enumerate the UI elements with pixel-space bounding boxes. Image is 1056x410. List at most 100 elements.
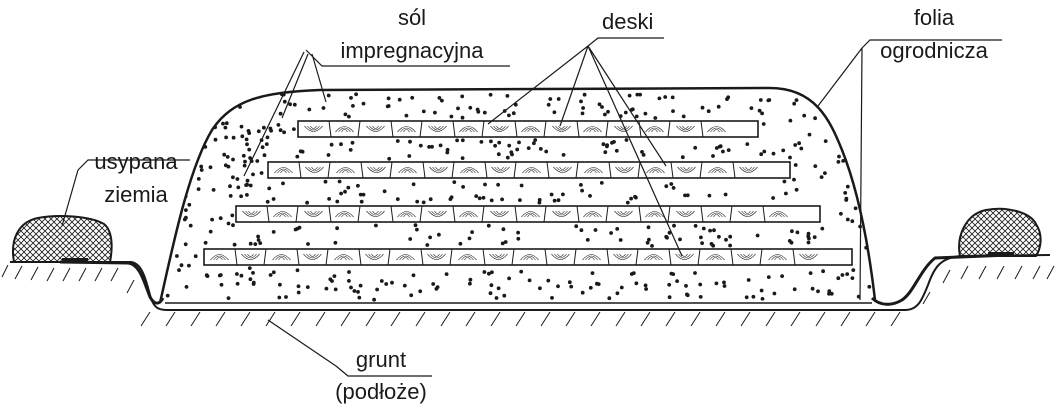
salt-dot xyxy=(374,223,378,228)
salt-dot xyxy=(751,294,756,299)
salt-dot xyxy=(211,188,216,192)
salt-dot xyxy=(624,138,629,142)
salt-dot xyxy=(588,285,593,290)
salt-dot xyxy=(515,147,520,152)
salt-dot xyxy=(516,236,521,241)
salt-dot xyxy=(807,132,812,137)
salt-dot xyxy=(724,237,728,242)
salt-dot xyxy=(267,186,272,191)
foil-weight-left xyxy=(62,258,88,263)
salt-dot xyxy=(231,135,236,140)
salt-dot xyxy=(483,182,487,187)
salt-dot xyxy=(248,241,253,246)
salt-dot xyxy=(333,287,338,292)
salt-dot xyxy=(643,111,648,116)
salt-dot xyxy=(766,98,771,103)
salt-dot xyxy=(532,141,536,146)
salt-dot xyxy=(647,237,651,242)
salt-dot xyxy=(600,105,604,109)
salt-dot xyxy=(455,138,459,143)
salt-dot xyxy=(231,175,235,180)
soil-heap-right xyxy=(958,207,1042,257)
salt-dot xyxy=(846,113,851,118)
salt-dot xyxy=(722,280,726,285)
salt-dot xyxy=(223,125,228,130)
salt-dot xyxy=(326,93,331,98)
salt-dot xyxy=(722,284,727,288)
salt-dot xyxy=(418,289,423,294)
salt-dot xyxy=(601,142,606,147)
salt-dot xyxy=(672,223,676,228)
salt-dot xyxy=(187,202,192,207)
salt-dot xyxy=(223,163,228,168)
salt-dot xyxy=(644,287,648,291)
salt-dot xyxy=(712,228,716,233)
leader-soil xyxy=(61,159,190,227)
salt-dot xyxy=(251,172,255,177)
salt-dot xyxy=(538,147,543,151)
salt-dot xyxy=(850,143,855,148)
salt-dot xyxy=(265,135,270,140)
salt-dot xyxy=(408,139,412,144)
salt-dot xyxy=(184,285,189,289)
salt-dot xyxy=(444,272,449,276)
salt-dot xyxy=(481,195,486,200)
salt-dot xyxy=(339,191,343,196)
salt-dot xyxy=(177,268,181,272)
salt-dot xyxy=(675,279,679,283)
salt-dot xyxy=(278,282,282,287)
salt-dot xyxy=(837,92,842,97)
salt-dot xyxy=(271,270,276,275)
label-salt-line2: impregnacyjna xyxy=(340,38,484,63)
salt-dot xyxy=(386,96,391,101)
salt-dot xyxy=(810,92,815,97)
salt-dot xyxy=(408,237,413,241)
salt-dot xyxy=(837,154,841,159)
salt-dot xyxy=(225,155,230,159)
salt-dot xyxy=(253,242,258,247)
salt-dot xyxy=(260,145,265,150)
salt-dot xyxy=(671,186,676,190)
salt-dot xyxy=(788,118,793,123)
salt-dot xyxy=(603,150,608,155)
salt-dot xyxy=(411,182,416,187)
salt-dot xyxy=(329,142,334,147)
salt-dot xyxy=(836,276,841,281)
salt-dot xyxy=(251,271,255,275)
salt-dot xyxy=(500,197,504,202)
salt-dot xyxy=(239,273,244,278)
salt-dot xyxy=(243,159,247,164)
salt-dot xyxy=(306,242,310,246)
salt-dot xyxy=(292,102,297,107)
salt-dot xyxy=(503,240,508,244)
salt-dot xyxy=(476,109,481,114)
salt-dot xyxy=(210,104,214,108)
salt-dot xyxy=(807,236,811,241)
label-foil-line1: folia xyxy=(913,5,955,30)
salt-dot xyxy=(640,150,644,154)
salt-dot xyxy=(664,234,669,239)
salt-dot xyxy=(278,111,283,116)
salt-dot xyxy=(305,200,309,205)
salt-dot xyxy=(646,225,651,230)
salt-dot xyxy=(415,227,419,232)
salt-dot xyxy=(496,286,501,291)
salt-dot xyxy=(349,96,353,100)
salt-dot xyxy=(428,235,432,240)
salt-dot xyxy=(685,193,690,198)
salt-dot xyxy=(461,185,465,189)
salt-dot xyxy=(482,110,487,115)
salt-dot xyxy=(806,240,811,245)
salt-dot xyxy=(683,193,687,198)
salt-dot xyxy=(489,283,494,288)
salt-dot xyxy=(708,228,712,233)
salt-dot xyxy=(482,270,487,274)
salt-dot xyxy=(438,143,443,148)
salt-dot xyxy=(780,274,784,278)
salt-dot xyxy=(343,112,348,117)
salt-dot xyxy=(187,263,191,268)
salt-dot xyxy=(411,273,416,278)
salt-dot xyxy=(664,184,669,189)
salt-dot xyxy=(210,217,215,222)
salt-dot xyxy=(527,278,532,283)
